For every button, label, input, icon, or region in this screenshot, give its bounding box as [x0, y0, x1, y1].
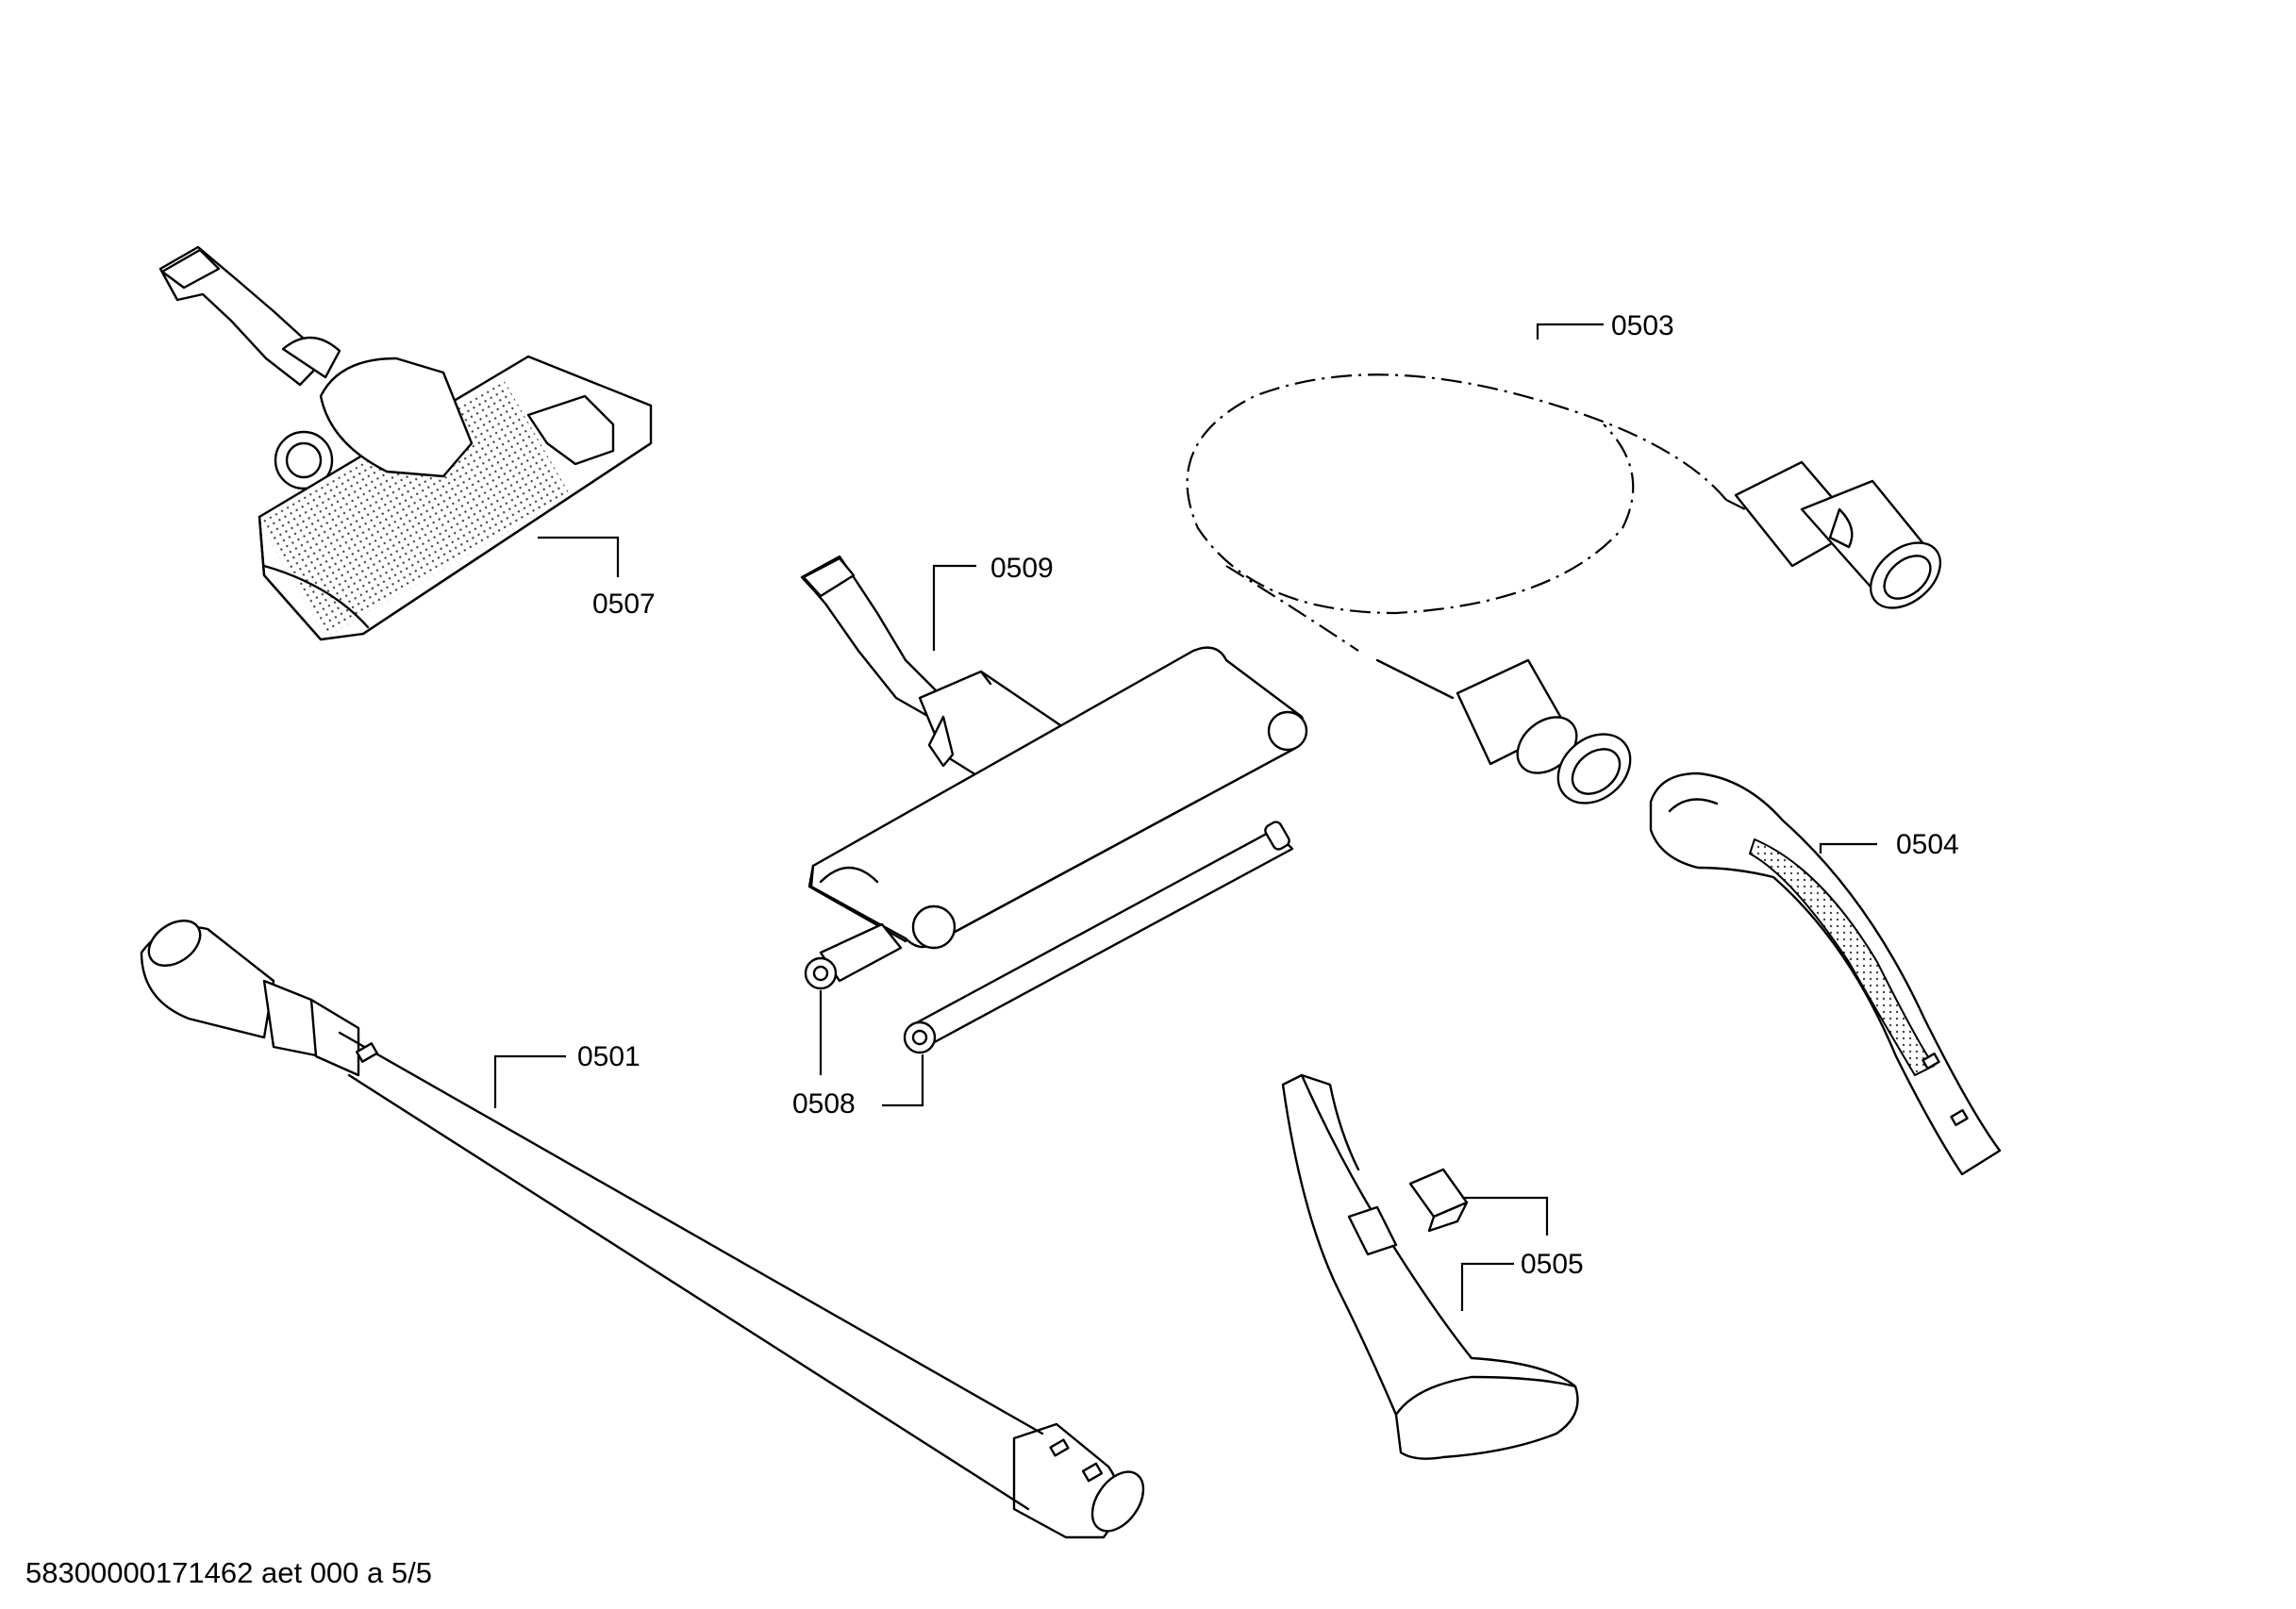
- leader-line-0507: [538, 536, 620, 577]
- part-label-0508: 0508: [792, 1088, 856, 1120]
- part-label-0501: 0501: [577, 1041, 641, 1072]
- leader-line-0508b: [882, 1054, 924, 1107]
- part-label-0505: 0505: [1521, 1249, 1584, 1280]
- leader-line-0504: [1819, 842, 1877, 854]
- leader-line-0503: [1536, 323, 1604, 340]
- crevice-nozzle-0505: [1281, 1073, 1579, 1460]
- leader-line-0505a: [1462, 1196, 1549, 1236]
- leader-line-0509: [932, 564, 976, 651]
- part-label-0504: 0504: [1896, 829, 1959, 860]
- floor-nozzle-0509: [800, 555, 1308, 950]
- part-label-0507: 0507: [592, 589, 656, 620]
- telescopic-tube-0501: [140, 920, 1145, 1539]
- leader-line-0501: [493, 1054, 566, 1108]
- part-label-0503: 0503: [1611, 310, 1674, 341]
- suction-hose-0503: [1186, 373, 1942, 804]
- drawing-reference-footer: 58300000171462 aet 000 a 5/5: [25, 1556, 432, 1589]
- part-label-0509: 0509: [990, 553, 1054, 584]
- leader-line-0505b: [1460, 1262, 1514, 1311]
- floor-nozzle-0507: [158, 245, 653, 641]
- brush-rollers-0508: [804, 821, 1294, 1054]
- hose-handle-0504: [1649, 771, 2002, 1176]
